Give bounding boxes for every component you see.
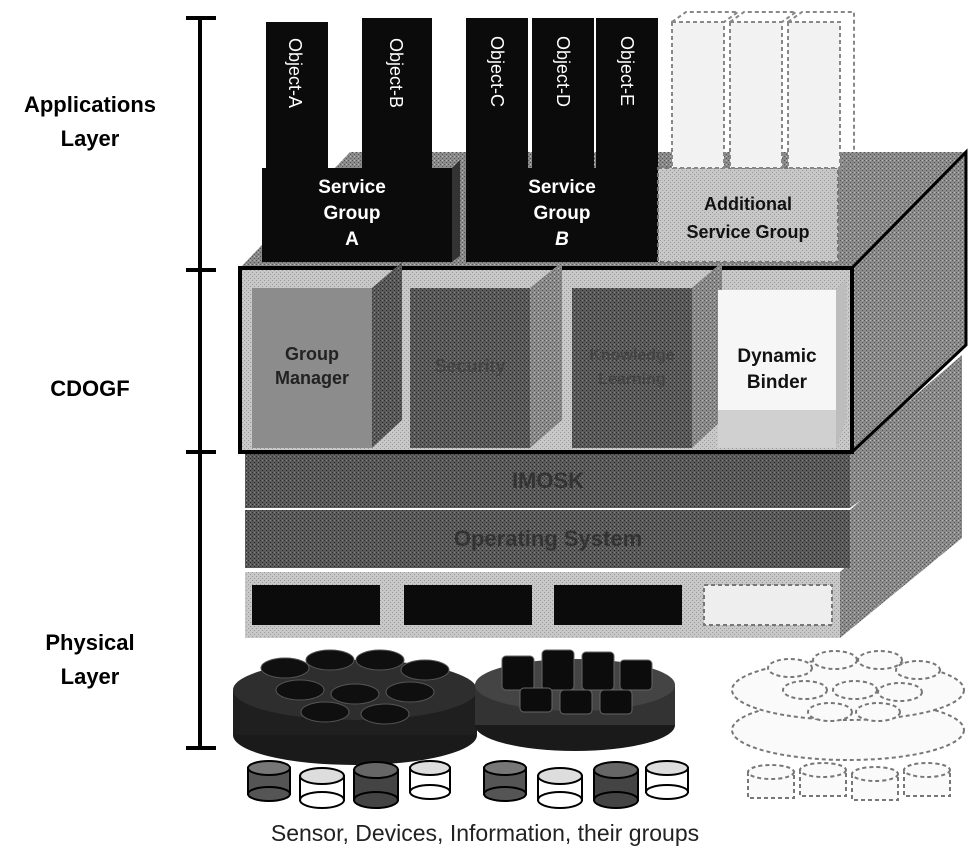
object-d-label: Object-D: [553, 36, 573, 107]
additional-service-group-label-1: Additional: [704, 194, 792, 214]
group-manager-module: Group Manager: [252, 262, 402, 448]
service-group-b-label-1: Service: [528, 177, 596, 198]
group-manager-label-2: Manager: [275, 368, 349, 388]
service-group-a-label-1: Service: [318, 177, 386, 198]
device-cluster-additional: [732, 651, 964, 760]
service-group-a-label-3: A: [345, 229, 359, 250]
service-group-b-label-2: Group: [534, 203, 591, 224]
additional-service-group: Additional Service Group: [658, 12, 854, 262]
hardware-block-additional: [704, 585, 832, 625]
hardware-block-1: [252, 585, 380, 625]
object-e-label: Object-E: [617, 36, 637, 106]
imosk-label: IMOSK: [512, 468, 584, 493]
service-group-a-label-2: Group: [324, 203, 381, 224]
service-group-b-label-3: B: [555, 229, 569, 250]
object-c-label: Object-C: [487, 36, 507, 107]
hardware-block-2: [404, 585, 532, 625]
service-group-a: Object-A Object-B Service Group A: [262, 18, 460, 262]
additional-object-2: [730, 22, 782, 168]
device-row-1: [248, 761, 450, 808]
dynamic-binder-label-1: Dynamic: [737, 346, 817, 367]
knowledge-label-1: Knowledge: [589, 347, 674, 364]
group-manager-label-1: Group: [285, 344, 339, 364]
device-cluster-1: [233, 650, 477, 765]
object-b-label: Object-B: [386, 38, 406, 108]
diagram-caption: Sensor, Devices, Information, their grou…: [0, 820, 970, 847]
service-group-b: Object-C Object-D Object-E Service Group…: [466, 18, 658, 262]
os-label: Operating System: [454, 526, 642, 551]
object-a-label: Object-A: [285, 38, 305, 108]
dynamic-binder-label-2: Binder: [747, 372, 808, 393]
security-label: Security: [434, 356, 505, 376]
device-row-2: [484, 761, 688, 808]
knowledge-module: Knowledge Learning: [572, 262, 722, 448]
device-cluster-2: [475, 650, 675, 751]
layer-bracket: [186, 18, 216, 748]
dynamic-binder-module: Dynamic Binder: [718, 280, 846, 448]
additional-service-group-label-2: Service Group: [686, 222, 809, 242]
hardware-block-3: [554, 585, 682, 625]
device-row-additional: [748, 763, 950, 800]
security-module: Security: [410, 262, 562, 448]
knowledge-label-2: Learning: [598, 371, 666, 388]
additional-object-1: [672, 22, 724, 168]
additional-object-3: [788, 22, 840, 168]
